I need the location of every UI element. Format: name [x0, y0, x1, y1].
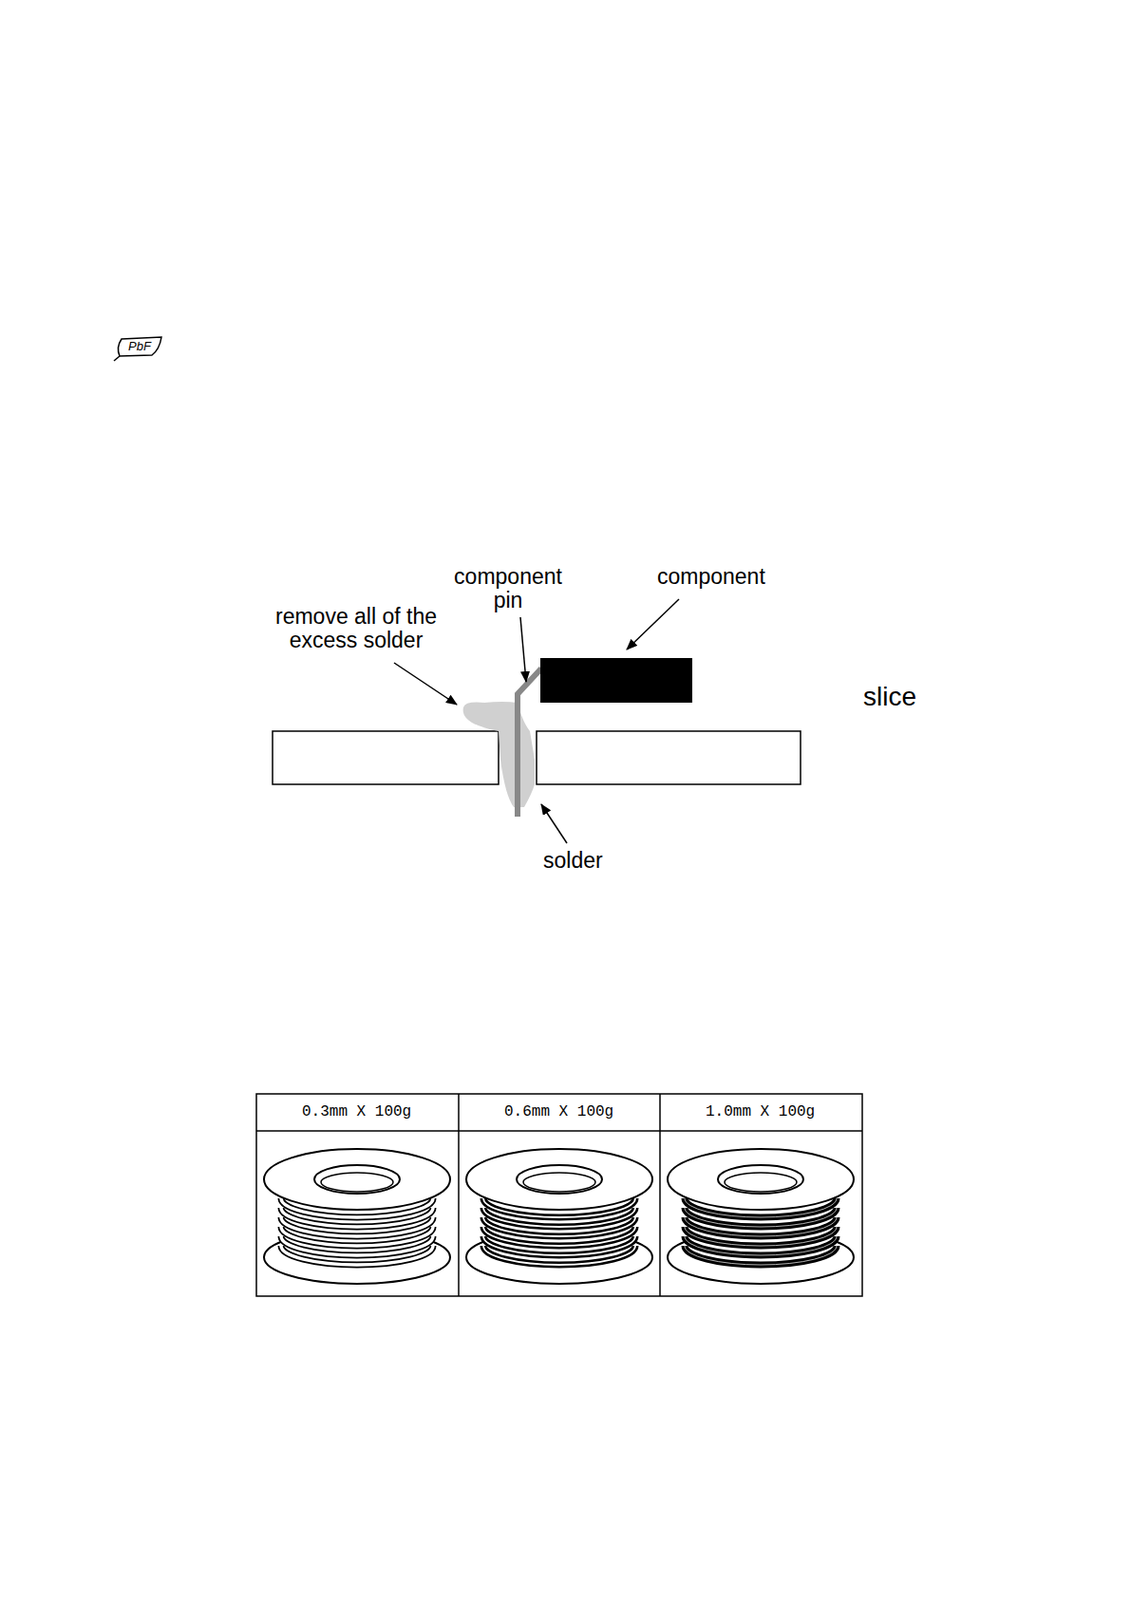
table-frame — [256, 1093, 863, 1297]
solder-winding — [684, 1236, 837, 1256]
solder-winding — [281, 1217, 434, 1237]
solder-winding — [684, 1217, 837, 1237]
solder-winding — [483, 1226, 636, 1246]
solder-winding — [281, 1236, 434, 1256]
table-cell: 1.0mm X 100g — [705, 1104, 815, 1122]
solder-winding — [483, 1236, 636, 1256]
spool-hole — [724, 1172, 797, 1192]
table-rule — [659, 1093, 661, 1297]
table-cell: 0.3mm X 100g — [301, 1104, 412, 1122]
part-label: component pin — [446, 565, 570, 614]
spool-hole — [523, 1172, 596, 1192]
spool-flange — [667, 1149, 854, 1210]
solder-winding — [483, 1245, 636, 1265]
table-cell: 0.6mm X 100g — [504, 1104, 614, 1122]
solder-winding — [684, 1217, 837, 1237]
solder-winding — [684, 1226, 837, 1246]
part-label: component — [657, 565, 766, 589]
solder-winding — [684, 1226, 837, 1246]
solder-winding — [684, 1236, 837, 1256]
pbf-icon-stem — [113, 356, 120, 361]
spool-flange — [466, 1149, 653, 1210]
table-rule — [457, 1093, 460, 1297]
solder — [463, 701, 535, 808]
side-note: slice — [863, 682, 917, 713]
solder-winding — [281, 1236, 434, 1256]
callout-note: remove all of the excess solder — [256, 604, 456, 654]
spool-flange — [263, 1149, 451, 1210]
pcb-board — [536, 731, 801, 785]
part-label: solder — [543, 848, 604, 873]
solder-winding — [281, 1226, 434, 1246]
solder-winding — [483, 1236, 636, 1256]
leader-arrow — [394, 662, 457, 705]
spool-hole — [717, 1165, 804, 1194]
leader-arrow — [520, 617, 527, 682]
solder-winding — [281, 1226, 434, 1246]
component-body — [540, 658, 693, 703]
leader-arrow — [541, 804, 567, 844]
solder-winding — [684, 1245, 837, 1265]
solder-winding — [483, 1217, 636, 1237]
spool-hole — [314, 1165, 400, 1194]
solder-winding — [281, 1245, 434, 1265]
spool-hole — [516, 1165, 603, 1194]
leader-arrow — [626, 599, 679, 650]
lead-free-mark: PbF — [128, 339, 151, 354]
solder-winding — [684, 1245, 837, 1265]
solder-winding — [483, 1226, 636, 1246]
solder-winding — [281, 1217, 434, 1237]
solder-winding — [483, 1217, 636, 1237]
pbf-icon — [117, 337, 162, 357]
pcb-board — [272, 731, 499, 785]
table-rule — [256, 1130, 863, 1132]
solder-winding — [483, 1245, 636, 1265]
spool-hole — [320, 1172, 394, 1192]
solder-winding — [281, 1245, 434, 1265]
component-pin — [517, 668, 542, 817]
